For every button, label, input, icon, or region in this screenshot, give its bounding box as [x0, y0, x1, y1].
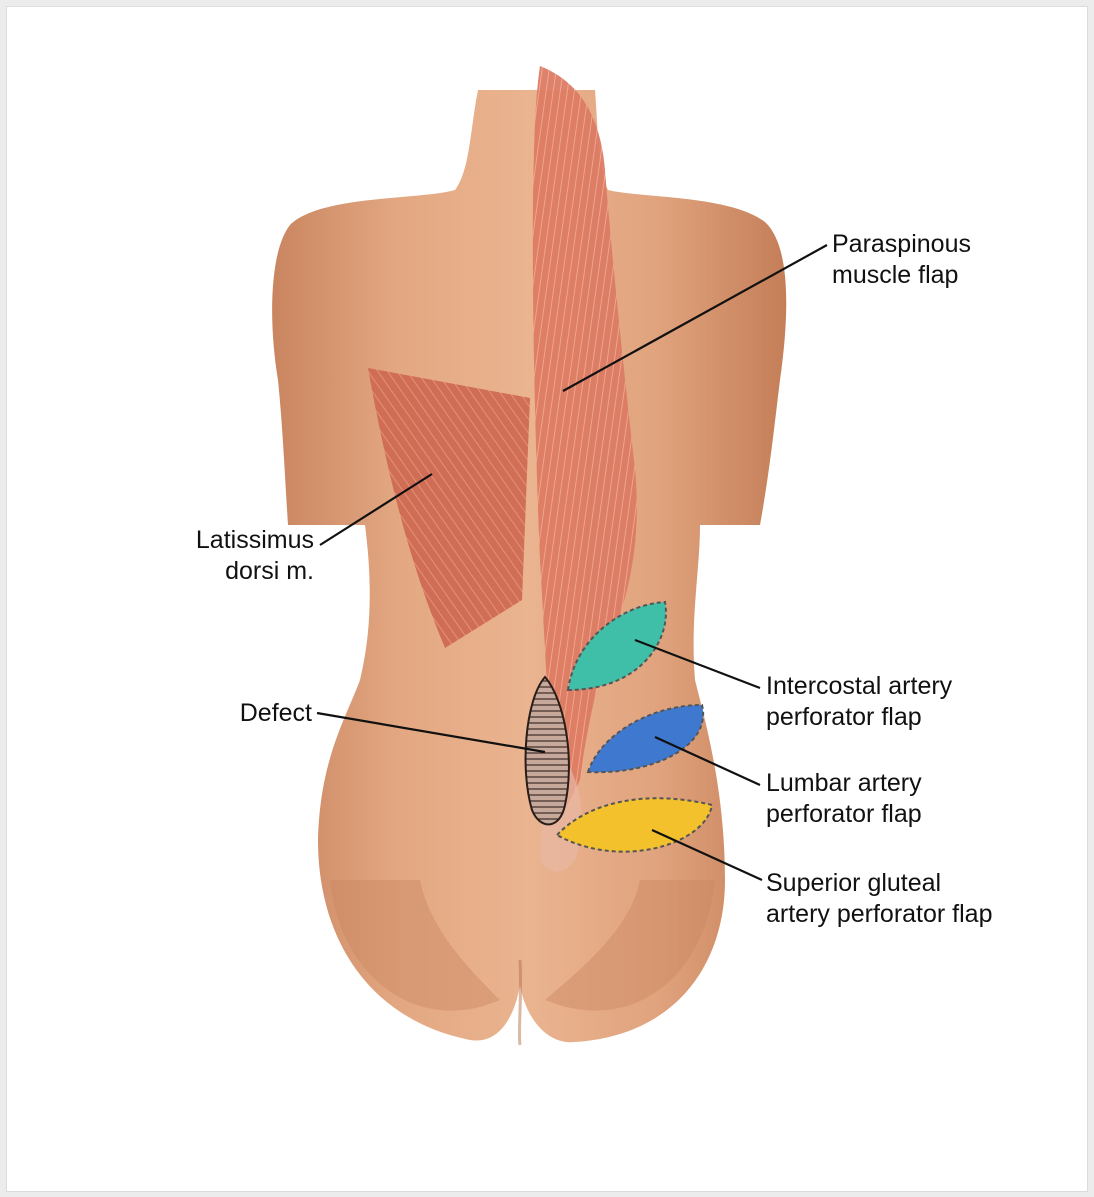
lumbar-label: Lumbar artery perforator flap [766, 768, 922, 830]
intercostal-label: Intercostal artery perforator flap [766, 671, 952, 733]
superior-gluteal-label: Superior gluteal artery perforator flap [766, 868, 993, 930]
latissimus-label: Latissimus dorsi m. [196, 525, 314, 587]
defect-label: Defect [240, 698, 312, 729]
spine-groove [519, 960, 520, 1045]
paraspinous-label: Paraspinous muscle flap [832, 229, 971, 291]
